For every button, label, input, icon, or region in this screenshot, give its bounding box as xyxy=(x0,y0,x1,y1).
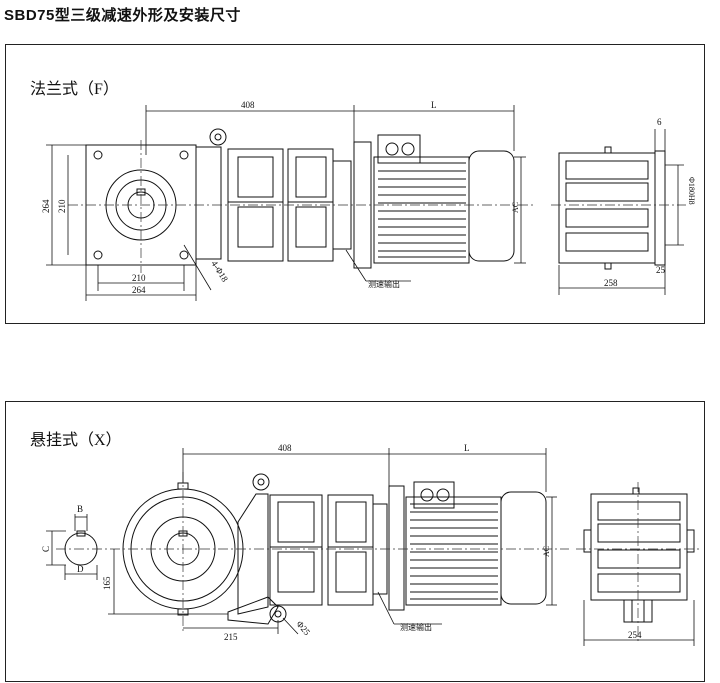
reducer-stage-1 xyxy=(269,494,323,606)
hanging-panel: 悬挂式（X） xyxy=(5,401,705,682)
speed-output-label: 测速输出 xyxy=(368,279,400,289)
terminal-box xyxy=(413,481,455,509)
gear-housing xyxy=(195,146,222,260)
flange-bolt-hole xyxy=(179,250,189,260)
speed-output-label: 测速输出 xyxy=(400,622,432,632)
motor-flange xyxy=(388,485,405,611)
flange-panel: 法兰式（F） xyxy=(5,44,705,324)
flange-panel-label: 法兰式（F） xyxy=(30,81,119,98)
dim-B: B xyxy=(77,504,83,514)
dim-264-horizontal: 264 xyxy=(132,285,146,295)
hanging-drawing: 408 L B C D 165 215 Φ25 AC 254 测速输出 xyxy=(41,443,701,646)
hanging-hole xyxy=(269,605,287,623)
dim-254: 254 xyxy=(628,630,642,640)
dim-408: 408 xyxy=(278,443,292,453)
dim-258: 258 xyxy=(604,278,618,288)
side-view xyxy=(590,493,688,601)
motor-body xyxy=(405,496,502,606)
page-title: SBD75型三级减速外形及安装尺寸 xyxy=(4,7,241,24)
dim-210-horizontal: 210 xyxy=(132,273,146,283)
dim-264-vertical: 264 xyxy=(41,199,51,213)
dim-AC: AC xyxy=(542,546,551,557)
terminal-box xyxy=(377,134,421,164)
dim-shaft-diameter: Φ180H8 xyxy=(687,177,696,205)
fan-cover xyxy=(500,491,547,605)
dim-AC: AC xyxy=(511,202,520,213)
side-view xyxy=(558,152,656,264)
flange-bolt-hole xyxy=(179,150,189,160)
flange-bolt-hole xyxy=(93,150,103,160)
dim-210-vertical: 210 xyxy=(57,199,67,213)
dim-6: 6 xyxy=(657,117,662,127)
dim-L: L xyxy=(464,443,470,453)
lifting-eye xyxy=(252,473,270,491)
dim-hanging-hole: Φ25 xyxy=(294,619,312,638)
fan-cover xyxy=(468,150,515,262)
dim-215: 215 xyxy=(224,632,238,642)
hanging-lug xyxy=(227,596,279,625)
dim-408: 408 xyxy=(241,100,255,110)
flange-bolt-hole xyxy=(93,250,103,260)
dim-bolt-hole: 4-Φ18 xyxy=(209,259,230,284)
motor-body xyxy=(373,156,470,264)
dim-C: C xyxy=(41,546,51,552)
flange-drawing: 408 L 264 210 210 264 4-Φ18 AC 6 Φ180H8 … xyxy=(41,100,696,301)
dim-D: D xyxy=(77,564,84,574)
hanging-panel-label: 悬挂式（X） xyxy=(30,432,122,449)
reducer-stage-1 xyxy=(227,148,284,262)
lifting-eye xyxy=(209,128,227,146)
dim-165: 165 xyxy=(102,576,112,590)
dim-25: 25 xyxy=(656,265,666,275)
dim-L: L xyxy=(431,100,437,110)
